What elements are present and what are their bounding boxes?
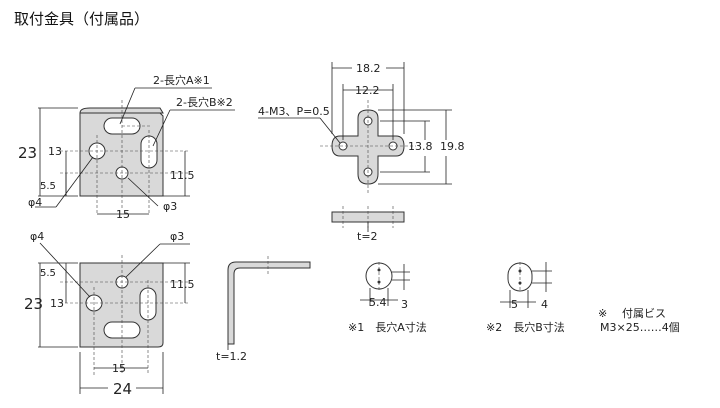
cross-dim-12-2: 12.2 <box>355 84 380 97</box>
cross-part <box>320 100 416 194</box>
cross-dim-13-8: 13.8 <box>408 140 433 153</box>
bottom-bracket-dims <box>38 242 190 394</box>
top-label-phi4: φ4 <box>28 196 42 209</box>
top-bracket <box>60 100 190 215</box>
cross-part-side <box>331 206 405 232</box>
page-title: 取付金具（付属品） <box>14 10 150 28</box>
cross-side-thickness: t=2 <box>357 230 378 243</box>
top-dim-23: 23 <box>18 144 37 162</box>
side-view <box>227 256 311 350</box>
top-dim-11-5: 11.5 <box>170 169 195 182</box>
slot-a-caption: ※1 長穴A寸法 <box>348 320 427 334</box>
note-mark: ※ <box>598 307 607 320</box>
slot-a-width: 5.4 <box>369 296 387 309</box>
top-callout-slot-a: 2-長穴A※1 <box>153 73 210 87</box>
slot-b-width: 5 <box>511 298 518 311</box>
cross-part-dims <box>258 62 452 185</box>
slot-b-detail <box>500 262 552 308</box>
top-bracket-bend <box>79 107 164 114</box>
bottom-dim-13: 13 <box>50 297 64 310</box>
bottom-label-phi3: φ3 <box>170 230 184 243</box>
bottom-dim-23: 23 <box>24 295 43 313</box>
bottom-bracket-plate <box>79 262 164 348</box>
bottom-dim-24: 24 <box>113 380 132 398</box>
bottom-label-phi4: φ4 <box>30 230 44 243</box>
side-view-thickness: t=1.2 <box>216 350 247 363</box>
bottom-dim-15: 15 <box>112 362 126 375</box>
top-dim-5-5: 5.5 <box>40 181 56 192</box>
top-label-phi3: φ3 <box>163 200 177 213</box>
note-title: 付属ビス <box>622 307 666 320</box>
slot-a-shape <box>365 262 393 290</box>
note-spec: M3×25……4個 <box>600 321 680 334</box>
top-dim-13: 13 <box>48 145 62 158</box>
top-callout-slot-b: 2-長穴B※2 <box>176 95 233 109</box>
top-dim-15: 15 <box>116 208 130 221</box>
slot-a-detail <box>360 262 410 306</box>
slot-b-height: 4 <box>541 298 548 311</box>
cross-dim-18-2: 18.2 <box>356 62 381 75</box>
bottom-dim-5-5: 5.5 <box>40 268 56 279</box>
cross-callout-thread: 4-M3、P=0.5 <box>258 105 330 118</box>
bottom-dim-11-5: 11.5 <box>170 278 195 291</box>
slot-b-caption: ※2 長穴B寸法 <box>486 320 565 334</box>
slot-a-height: 3 <box>401 298 408 311</box>
cross-dim-19-8: 19.8 <box>440 140 465 153</box>
bottom-bracket <box>60 255 190 375</box>
top-bracket-dims <box>35 87 235 215</box>
side-view-profile <box>227 261 311 345</box>
